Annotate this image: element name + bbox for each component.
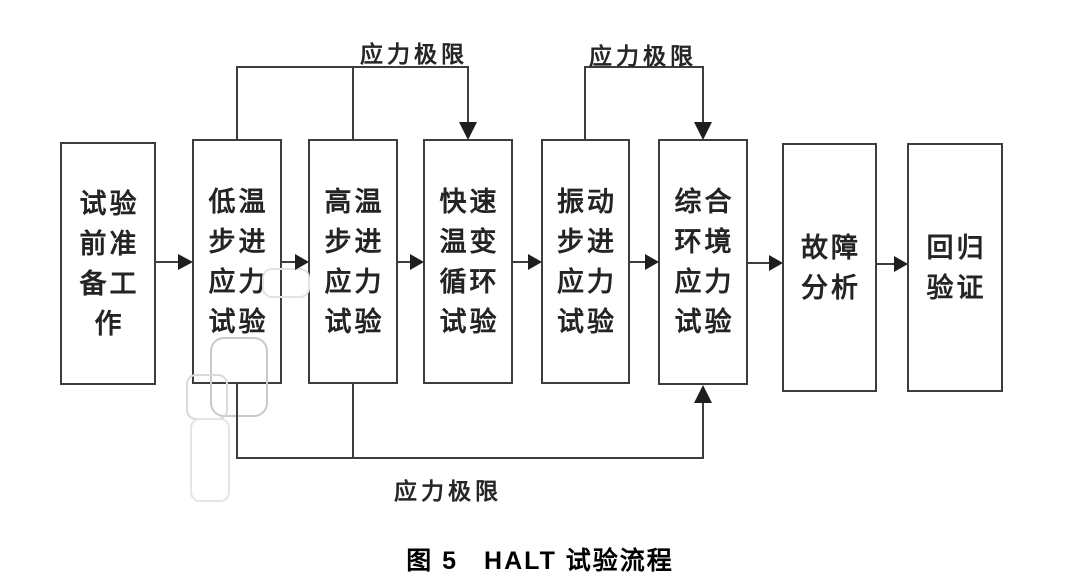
box-text-line: 验证 [926,272,987,303]
box-text-line: 快速 [439,186,500,217]
flow-box-failure-analysis: 故障 分析 [782,143,877,392]
box-text-line: 应力 [208,266,269,297]
arrowhead-right-4 [528,254,542,270]
flow-box-test-preparation: 试验 前准 备工 作 [60,142,156,385]
box-text-line: 应力 [557,266,617,297]
arrowhead-right-7 [894,256,908,272]
watermark-rounded-square [190,418,230,502]
box-text-line: 试验 [324,306,385,337]
flow-box-regression-verification: 回归 验证 [907,143,1003,392]
box-text-line: 故障 [801,232,861,263]
arrowhead-up-combined [694,385,712,403]
box-text-line: 试验 [557,306,617,337]
flow-box-high-temp-step-stress: 高温 步进 应力 试验 [308,139,398,384]
box-text-line: 振动 [557,186,617,217]
figure-caption-title: HALT 试验流程 [484,547,674,575]
box-text-line: 作 [94,308,125,339]
box-text-line: 回归 [926,232,987,263]
box-text-line: 温变 [439,226,500,257]
box-text-line: 应力 [324,266,385,297]
stress-limit-label-top-left: 应力极限 [360,41,468,67]
arrowhead-right-6 [769,255,783,271]
arrowhead-down-rapid [459,122,477,140]
box-text-line: 步进 [208,226,269,257]
arrowhead-right-1 [178,254,193,270]
box-text-line: 试验 [439,306,500,337]
box-text-line: 低温 [208,186,269,217]
connector-top-left [236,66,469,139]
box-text-line: 试验 [208,306,269,337]
flow-box-combined-env-stress: 综合 环境 应力 试验 [658,139,748,385]
connector-bottom [236,384,704,459]
box-text-line: 步进 [324,226,385,257]
flow-box-low-temp-step-stress: 低温 步进 应力 试验 [192,139,282,384]
box-text-line: 试验 [79,188,140,219]
box-text-line: 综合 [674,187,735,217]
box-text-line: 前准 [79,228,140,259]
box-text-line: 步进 [557,226,617,257]
arrowhead-right-3 [410,254,424,270]
arrowhead-down-combined [694,122,712,140]
box-text-line: 应力 [674,267,735,297]
box-text-line: 试验 [674,307,735,337]
figure-caption-number: 图 5 [406,547,459,575]
box-text-line: 高温 [324,186,385,217]
figure-caption: 图 5 HALT 试验流程 [0,541,1080,575]
flow-box-vibration-step-stress: 振动 步进 应力 试验 [541,139,630,384]
box-text-line: 备工 [79,268,140,299]
box-text-line: 分析 [801,272,861,303]
stress-limit-label-top-right: 应力极限 [589,43,697,69]
stress-limit-label-bottom: 应力极限 [394,478,502,504]
connector-top-right [584,66,704,139]
box-text-line: 循环 [439,266,500,297]
arrowhead-right-5 [645,254,659,270]
arrowhead-right-2 [295,254,309,270]
box-text-line: 环境 [674,227,735,257]
flow-box-rapid-temp-cycle: 快速 温变 循环 试验 [423,139,513,384]
